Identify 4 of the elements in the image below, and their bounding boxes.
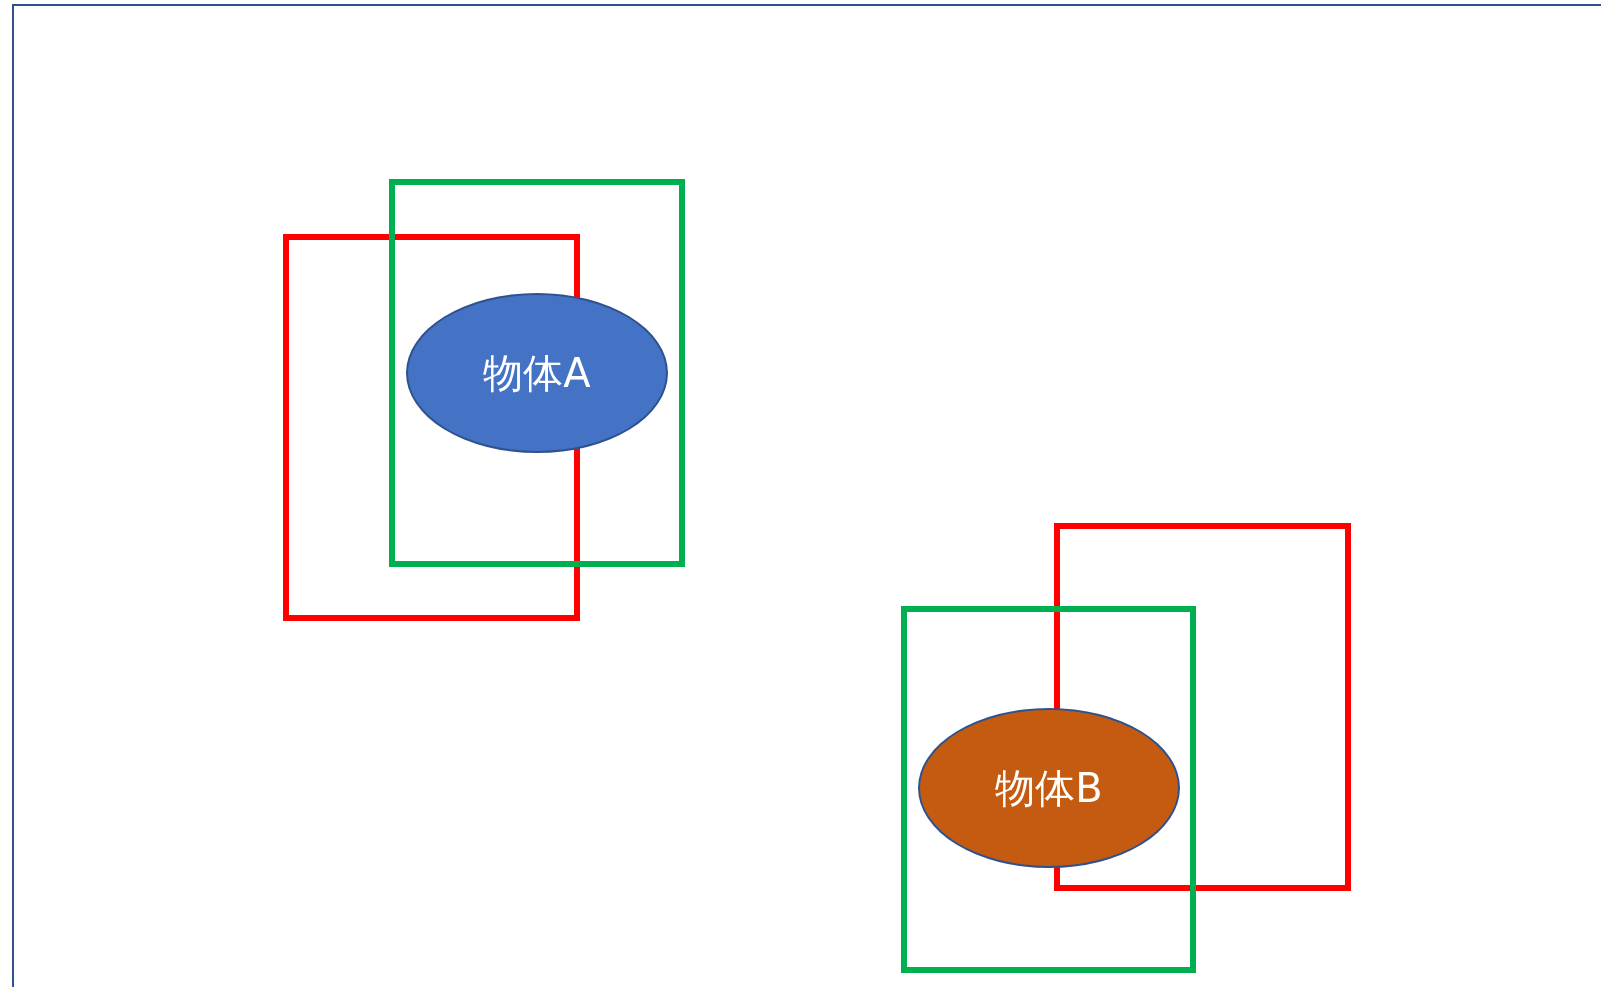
bounding-box — [901, 606, 1196, 973]
bounding-box — [389, 179, 685, 567]
object-label: 物体B — [995, 763, 1103, 813]
object-label: 物体A — [483, 348, 591, 398]
